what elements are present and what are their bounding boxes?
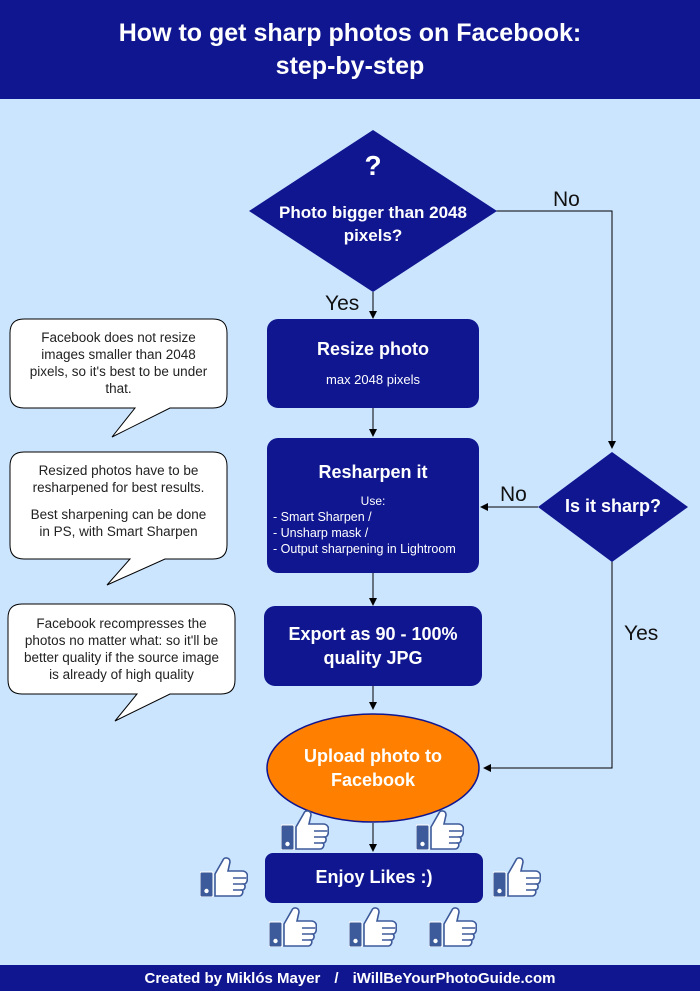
step-export-title-2: quality JPG bbox=[323, 648, 423, 668]
note-3-text: Facebook recompresses the photos no matt… bbox=[23, 616, 220, 682]
thumbs-up-icon bbox=[281, 810, 329, 850]
note-2-text: Resized photos have to be resharpened fo… bbox=[30, 463, 207, 539]
footer-author: Created by Miklós Mayer bbox=[144, 969, 321, 987]
edge-label-yes-top: Yes bbox=[325, 292, 360, 315]
decision-diamond-size bbox=[249, 130, 497, 292]
list-item: - Output sharpening in Lightroom bbox=[273, 542, 456, 556]
header: How to get sharp photos on Facebook: ste… bbox=[0, 0, 700, 99]
decision-size-question: Photo bigger than 2048 pixels? bbox=[279, 203, 467, 245]
thumbs-up-icon bbox=[416, 810, 464, 850]
note-1-text: Facebook does not resize images smaller … bbox=[29, 330, 208, 396]
thumbs-up-icon bbox=[493, 857, 541, 897]
step-resize-subtitle: max 2048 pixels bbox=[326, 372, 420, 387]
footer-site: iWillBeYourPhotoGuide.com bbox=[352, 969, 556, 987]
title-line-1: How to get sharp photos on Facebook: bbox=[118, 18, 582, 47]
note-bubble-2 bbox=[9, 451, 228, 586]
edge-sharp-yes bbox=[483, 560, 613, 772]
thumbs-up-icon bbox=[429, 907, 477, 947]
footer-separator: / bbox=[334, 969, 339, 987]
upload-ellipse bbox=[266, 713, 480, 823]
step-upload-text: Upload photo to Facebook bbox=[304, 746, 442, 790]
step-resharpen-list: - Smart Sharpen / - Unsharp mask / - Out… bbox=[267, 509, 479, 557]
note-bubble-1 bbox=[9, 318, 228, 438]
step-enjoy: Enjoy Likes :) bbox=[265, 853, 483, 903]
edge-label-no-mid: No bbox=[500, 483, 527, 506]
thumbs-up-icon bbox=[349, 907, 397, 947]
step-resharpen-title: Resharpen it bbox=[318, 462, 428, 482]
title-line-2: step-by-step bbox=[275, 51, 425, 80]
edge-decision1-no bbox=[496, 210, 616, 449]
note-bubble-3 bbox=[7, 603, 236, 722]
list-item: - Unsharp mask / bbox=[273, 526, 369, 540]
list-item: - Smart Sharpen / bbox=[273, 510, 372, 524]
step-export: Export as 90 - 100% quality JPG bbox=[264, 606, 482, 686]
edge-label-no-top: No bbox=[553, 188, 580, 211]
step-resharpen-use-label: Use: bbox=[360, 494, 386, 508]
edge-label-yes-right: Yes bbox=[624, 622, 659, 645]
decision-diamond-sharp bbox=[538, 452, 688, 562]
thumbs-up-icon bbox=[269, 907, 317, 947]
step-export-title-1: Export as 90 - 100% bbox=[288, 624, 458, 644]
step-enjoy-title: Enjoy Likes :) bbox=[315, 867, 433, 887]
connectors bbox=[369, 210, 616, 852]
decision-sharp-question: Is it sharp? bbox=[564, 496, 662, 516]
footer: Created by Miklós Mayer / iWillBeYourPho… bbox=[0, 965, 700, 991]
step-resize-title: Resize photo bbox=[316, 339, 429, 359]
step-resharpen: Resharpen it Use: - Smart Sharpen / - Un… bbox=[267, 438, 479, 573]
step-resize: Resize photo max 2048 pixels bbox=[267, 319, 479, 408]
decision-size-symbol: ? bbox=[364, 150, 382, 181]
thumbs-up-icon bbox=[200, 857, 248, 897]
